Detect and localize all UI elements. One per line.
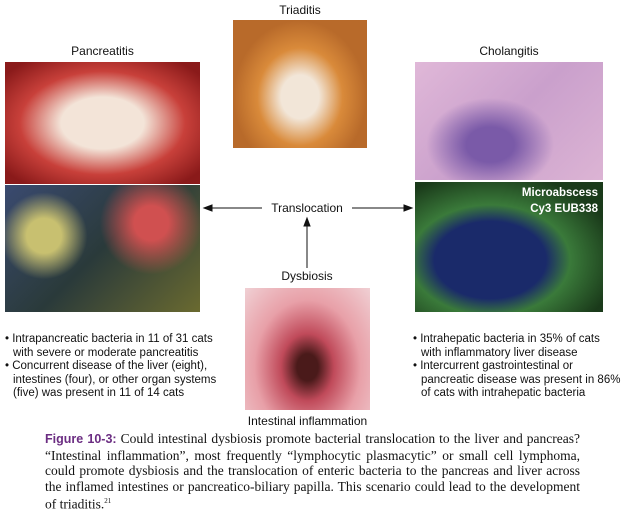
bullet: • Intercurrent gastrointestinal or pancr… <box>413 360 621 399</box>
figure-number: Figure 10-3: <box>45 432 117 446</box>
bullet: • Intrahepatic bacteria in 35% of cats w… <box>413 333 600 359</box>
liver-fluorescence-micrograph: Microabscess Cy3 EUB338 <box>415 182 603 312</box>
intestinal-inflammation-label: Intestinal inflammation <box>247 414 368 428</box>
figure-caption: Figure 10-3: Could intestinal dysbiosis … <box>45 431 580 510</box>
pancreatitis-photo <box>5 62 200 184</box>
pancreatitis-findings: • Intrapancreatic bacteria in 11 of 31 c… <box>5 333 230 401</box>
bullet: • Intrapancreatic bacteria in 11 of 31 c… <box>5 333 213 359</box>
cat-photo <box>233 20 367 148</box>
cholangitis-findings: • Intrahepatic bacteria in 35% of cats w… <box>413 333 623 401</box>
microabscess-label: Microabscess <box>521 187 598 199</box>
translocation-label: Translocation <box>271 201 343 215</box>
stain-label: Cy3 EUB338 <box>530 203 598 215</box>
bullet: • Concurrent disease of the liver (eight… <box>5 360 217 399</box>
intestinal-endoscopy-photo <box>245 288 370 410</box>
reference-number: 21 <box>104 497 112 505</box>
liver-histology-photo <box>415 62 603 180</box>
translocation-arrow <box>202 204 414 268</box>
cholangitis-label: Cholangitis <box>479 44 539 58</box>
pancreas-fluorescence-micrograph <box>5 185 200 312</box>
dysbiosis-label: Dysbiosis <box>281 269 333 283</box>
pancreatitis-label: Pancreatitis <box>71 44 134 58</box>
caption-text: Could intestinal dysbiosis promote bacte… <box>45 431 580 510</box>
triaditis-label: Triaditis <box>279 3 321 17</box>
